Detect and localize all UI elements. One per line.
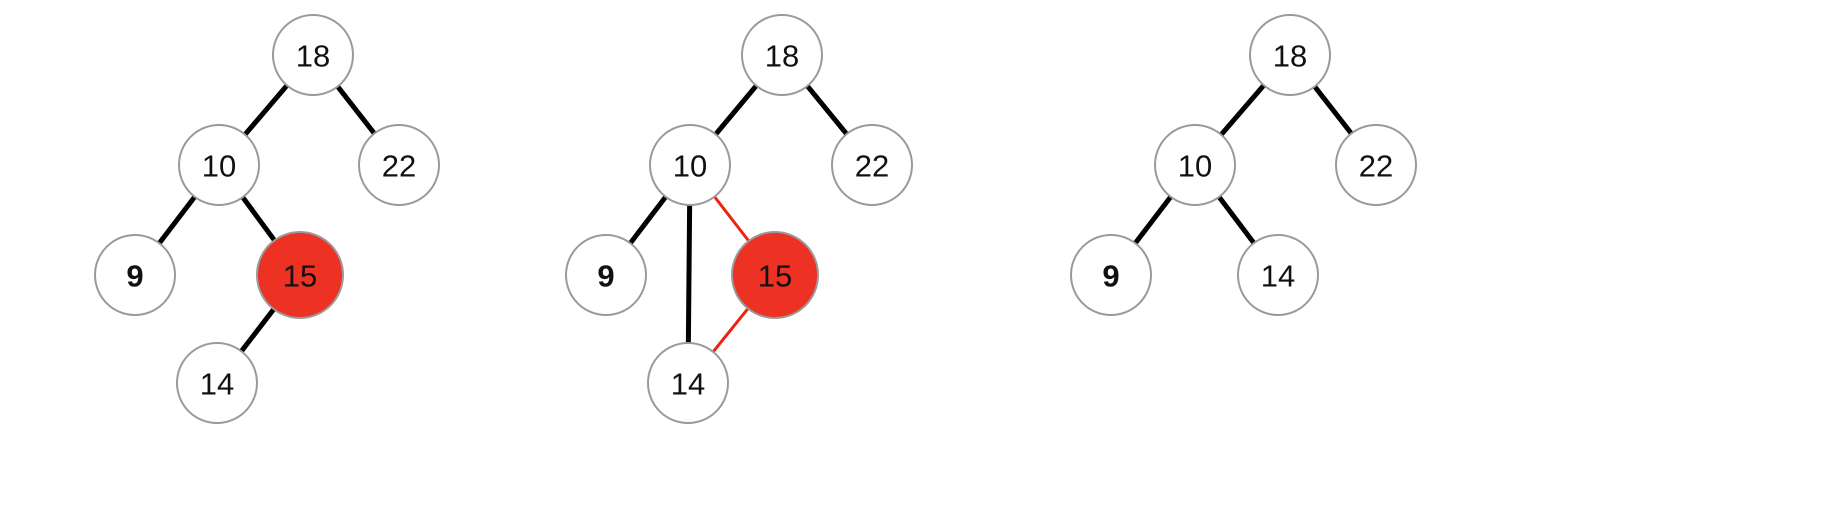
tree-node-18[interactable]: 18 [1249, 14, 1331, 96]
tree-edge-e10-9 [1132, 193, 1174, 247]
node-circle-15 [731, 231, 819, 319]
node-label-15: 15 [758, 259, 792, 294]
node-label-22: 22 [382, 149, 416, 184]
node-circle-22 [1335, 124, 1417, 206]
tree-node-15-highlighted[interactable]: 15 [731, 231, 819, 319]
tree-edge-e15-14 [238, 305, 277, 355]
node-label-14: 14 [1261, 259, 1295, 294]
node-label-22: 22 [855, 149, 889, 184]
node-label-9: 9 [597, 259, 614, 294]
tree-node-10[interactable]: 10 [649, 124, 731, 206]
tree-node-15-highlighted[interactable]: 15 [256, 231, 344, 319]
node-label-14: 14 [200, 367, 234, 402]
tree-edge-e10-9 [627, 193, 669, 247]
node-group: 18 10 22 9 15 14 [94, 14, 440, 424]
node-circle-9 [1070, 234, 1152, 316]
tree-canvas-tree-before: 18 10 22 9 15 14 [94, 14, 440, 424]
node-group: 18 10 22 9 14 [1070, 14, 1417, 316]
tree-node-14[interactable]: 14 [647, 342, 729, 424]
edge-group [1132, 82, 1355, 247]
tree-canvas-tree-after: 18 10 22 9 14 [1070, 14, 1417, 316]
node-label-10: 10 [673, 149, 707, 184]
tree-node-9[interactable]: 9 [565, 234, 647, 316]
node-label-18: 18 [296, 39, 330, 74]
tree-node-9[interactable]: 9 [1070, 234, 1152, 316]
node-group: 18 10 22 9 15 14 [565, 14, 913, 424]
tree-edge-e10-14 [685, 201, 693, 347]
tree-edge-e18-22 [334, 83, 378, 137]
node-circle-10 [649, 124, 731, 206]
tree-edge-e18-10 [1217, 82, 1268, 138]
edge-group [156, 82, 378, 355]
node-label-10: 10 [1178, 149, 1212, 184]
tree-edge-e10-9 [156, 193, 198, 247]
node-circle-18 [741, 14, 823, 96]
tree-edge-e18-22 [1311, 83, 1355, 137]
node-circle-9 [565, 234, 647, 316]
tree-node-9[interactable]: 9 [94, 234, 176, 316]
node-label-15: 15 [283, 259, 317, 294]
tree-node-22[interactable]: 22 [1335, 124, 1417, 206]
node-circle-18 [272, 14, 354, 96]
tree-node-14[interactable]: 14 [176, 342, 258, 424]
tree-node-22[interactable]: 22 [831, 124, 913, 206]
edge-group [627, 82, 850, 355]
tree-edge-e10-15-removed [712, 194, 751, 244]
node-label-10: 10 [202, 149, 236, 184]
node-circle-10 [178, 124, 260, 206]
tree-node-22[interactable]: 22 [358, 124, 440, 206]
node-label-18: 18 [765, 39, 799, 74]
tree-edge-e10-15 [239, 193, 278, 244]
tree-panel-tree-before: 18 10 22 9 15 14 [0, 0, 560, 522]
tree-node-10[interactable]: 10 [178, 124, 260, 206]
tree-edge-e18-22 [804, 82, 850, 138]
node-circle-14 [176, 342, 258, 424]
tree-node-18[interactable]: 18 [741, 14, 823, 96]
tree-edge-e18-10 [712, 82, 760, 138]
node-circle-9 [94, 234, 176, 316]
node-label-18: 18 [1273, 39, 1307, 74]
node-circle-15 [256, 231, 344, 319]
node-circle-18 [1249, 14, 1331, 96]
node-label-22: 22 [1359, 149, 1393, 184]
tree-edge-e18-10 [241, 82, 291, 138]
node-circle-10 [1154, 124, 1236, 206]
tree-edge-e10-14 [1215, 193, 1258, 247]
tree-edge-e15-14-removed [710, 306, 751, 355]
tree-node-10[interactable]: 10 [1154, 124, 1236, 206]
node-circle-14 [1237, 234, 1319, 316]
tree-panel-tree-after: 18 10 22 9 14 [1070, 0, 1836, 522]
tree-panel-tree-relink: 18 10 22 9 15 14 [560, 0, 1160, 522]
node-circle-22 [358, 124, 440, 206]
node-circle-22 [831, 124, 913, 206]
tree-node-18[interactable]: 18 [272, 14, 354, 96]
node-label-9: 9 [126, 259, 143, 294]
tree-node-14[interactable]: 14 [1237, 234, 1319, 316]
node-label-14: 14 [671, 367, 705, 402]
tree-canvas-tree-relink: 18 10 22 9 15 14 [565, 14, 913, 424]
node-circle-14 [647, 342, 729, 424]
node-label-9: 9 [1102, 259, 1119, 294]
